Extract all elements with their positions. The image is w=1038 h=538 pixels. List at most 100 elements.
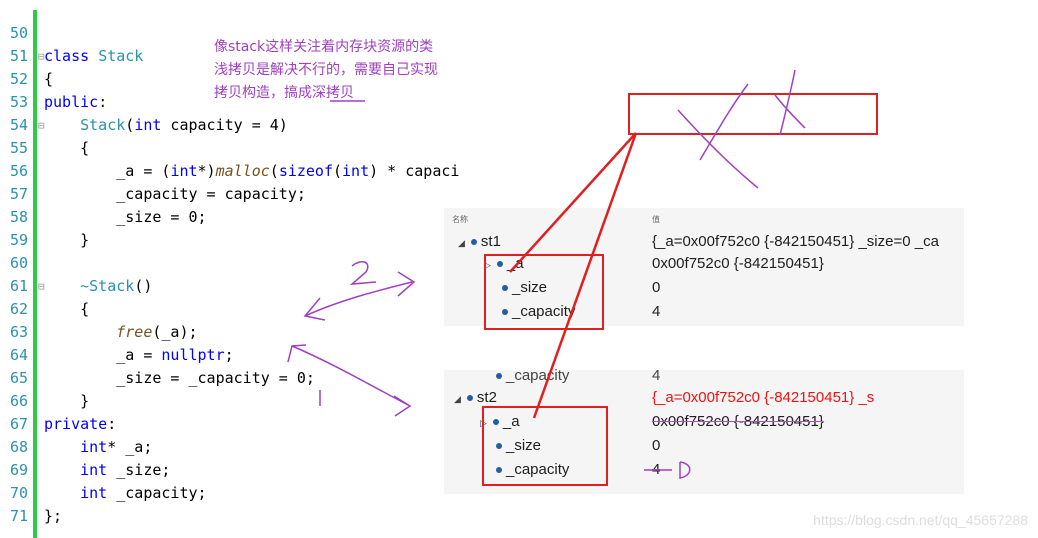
column-header-name: 名称 xyxy=(452,215,468,224)
watch-row-prev-capacity[interactable]: _capacity 4 xyxy=(444,364,964,388)
var-value: 0 xyxy=(652,279,661,296)
var-value: {_a=0x00f752c0 {-842150451} _size=0 _ca xyxy=(652,233,939,250)
collapse-triangle-icon[interactable]: ◢ xyxy=(458,238,465,248)
field-icon xyxy=(502,309,508,316)
var-name: _capacity xyxy=(512,303,576,320)
line-number: 50 xyxy=(9,24,28,42)
code-line[interactable]: 68 int* _a; xyxy=(0,436,470,459)
code-line[interactable]: 58 _size = 0; xyxy=(0,206,470,229)
field-icon xyxy=(496,443,502,450)
watch-row-st1-a[interactable]: ▷_a 0x00f752c0 {-842150451} xyxy=(444,252,964,276)
code-line[interactable]: 66 } xyxy=(0,390,470,413)
code-text: _capacity = capacity; xyxy=(44,185,306,203)
watch-row-st1[interactable]: ◢ st1 {_a=0x00f752c0 {-842150451} _size=0… xyxy=(444,230,964,254)
code-text: { xyxy=(44,70,54,88)
code-line[interactable]: 59 } xyxy=(0,229,470,252)
field-icon xyxy=(496,261,503,268)
code-text: public: xyxy=(44,93,108,111)
code-line[interactable]: 56 _a = (int*)malloc(sizeof(int) * capac… xyxy=(0,160,470,183)
line-number: 71 xyxy=(9,507,28,525)
code-line[interactable]: 50 xyxy=(0,22,470,45)
var-name: _size xyxy=(506,437,542,454)
fold-toggle-icon[interactable]: ⊟ xyxy=(38,119,45,132)
code-text: _a = (int*)malloc(sizeof(int) * capaci xyxy=(44,162,460,180)
code-text: { xyxy=(44,139,90,157)
var-name: st1 xyxy=(480,233,501,250)
code-text: } xyxy=(44,392,90,410)
var-name: _a xyxy=(506,255,524,272)
code-line[interactable]: 70 int _capacity; xyxy=(0,482,470,505)
fold-toggle-icon[interactable]: ⊟ xyxy=(38,280,45,293)
watch-row-st1-size[interactable]: _size 0 xyxy=(444,276,964,300)
var-value: 0x00f752c0 {-842150451} xyxy=(652,413,824,430)
line-number: 59 xyxy=(9,231,28,249)
annotation-line-1: 像stack这样关注着内存块资源的类 xyxy=(214,39,434,55)
fold-toggle-icon[interactable]: ⊟ xyxy=(38,50,45,63)
code-text: int _size; xyxy=(80,461,171,479)
code-line[interactable]: 64 _a = nullptr; xyxy=(0,344,470,367)
var-value: 0 xyxy=(652,437,661,454)
code-line[interactable]: 55 { xyxy=(0,137,470,160)
code-text: class Stack xyxy=(44,47,144,65)
line-number: 64 xyxy=(9,346,28,364)
top-cutoff xyxy=(0,0,470,10)
code-text: _size = _capacity = 0; xyxy=(44,369,315,387)
code-line[interactable]: 69 int _size; xyxy=(0,459,470,482)
code-line[interactable]: 63 free(_a); xyxy=(0,321,470,344)
code-text: Stack(int capacity = 4) xyxy=(80,116,288,134)
line-number: 56 xyxy=(9,162,28,180)
line-number: 53 xyxy=(9,93,28,111)
code-line[interactable]: 61⊟ ~Stack() xyxy=(0,275,470,298)
shared-memory-box xyxy=(628,93,878,135)
code-text: { xyxy=(44,300,90,318)
code-line[interactable]: 71}; xyxy=(0,505,470,528)
watermark: https://blog.csdn.net/qq_45657288 xyxy=(813,512,1028,528)
expand-triangle-icon[interactable]: ▷ xyxy=(484,260,491,270)
line-number: 69 xyxy=(9,461,28,479)
line-number: 68 xyxy=(9,438,28,456)
code-line[interactable]: 57 _capacity = capacity; xyxy=(0,183,470,206)
code-text: free(_a); xyxy=(116,323,198,341)
line-number: 60 xyxy=(9,254,28,272)
line-number: 63 xyxy=(9,323,28,341)
code-line[interactable]: 53 public: xyxy=(0,91,470,114)
line-number: 62 xyxy=(9,300,28,318)
code-line[interactable]: 60 xyxy=(0,252,470,275)
annotation-note: 像stack这样关注着内存块资源的类 浅拷贝是解决不行的，需要自己实现 拷贝构造… xyxy=(214,36,489,105)
annotation-line-2: 浅拷贝是解决不行的，需要自己实现 xyxy=(214,62,438,78)
code-line[interactable]: 54 ⊟ Stack(int capacity = 4) xyxy=(0,114,470,137)
code-text: private: xyxy=(44,415,117,433)
watch-panel-st2: _capacity 4 ◢st2 {_a=0x00f752c0 {-842150… xyxy=(444,367,964,494)
var-value-changed: {_a=0x00f752c0 {-842150451} _s xyxy=(652,389,875,406)
watch-panel-st1: 名称 值 ◢st1 {_a=0x00f752c0 {-842150451} _s… xyxy=(444,208,964,326)
code-line[interactable]: 65 _size = _capacity = 0; xyxy=(0,367,470,390)
line-number: 55 xyxy=(9,139,28,157)
watch-row-st2[interactable]: ◢st2 {_a=0x00f752c0 {-842150451} _s xyxy=(444,386,964,410)
var-name: _a xyxy=(502,413,520,430)
variable-icon xyxy=(470,239,477,246)
variable-icon xyxy=(466,395,473,402)
code-text: ~Stack() xyxy=(80,277,153,295)
var-value: 4 xyxy=(652,367,661,384)
code-text: _a = nullptr; xyxy=(44,346,234,364)
code-line[interactable]: 51 ⊟class Stack xyxy=(0,45,470,68)
code-text: }; xyxy=(44,507,63,525)
line-number: 57 xyxy=(9,185,28,203)
code-line[interactable]: 52{ xyxy=(0,68,470,91)
watch-row-st2-size[interactable]: _size 0 xyxy=(444,434,964,458)
collapse-triangle-icon[interactable]: ◢ xyxy=(454,394,461,404)
code-text: _size = 0; xyxy=(44,208,207,226)
var-name: _capacity xyxy=(506,461,570,478)
line-number: 65 xyxy=(9,369,28,387)
line-number: 54 xyxy=(9,116,28,134)
annotation-line-3: 拷贝构造，搞成深拷贝 xyxy=(214,85,354,101)
field-icon xyxy=(502,285,508,292)
line-number: 66 xyxy=(9,392,28,410)
code-line[interactable]: 62 { xyxy=(0,298,470,321)
watch-row-st1-capacity[interactable]: _capacity 4 xyxy=(444,300,964,324)
line-number: 51 xyxy=(9,47,28,65)
var-name: _size xyxy=(512,279,548,296)
